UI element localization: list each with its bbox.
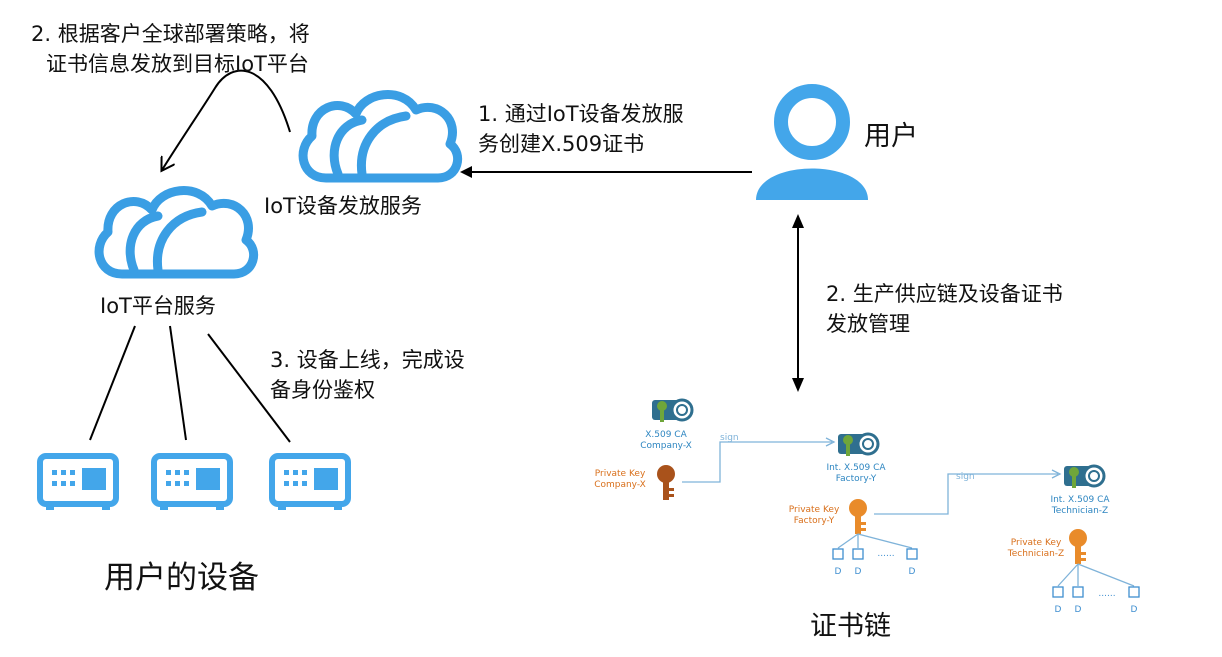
device-label: D [835,567,842,577]
factory-device-tree [832,533,918,560]
factory-private-key-icon [849,499,867,534]
platform-service-label: IoT平台服务 [100,294,216,318]
int-ca-factory-certificate-icon [838,432,880,456]
device-icon [269,453,351,510]
provisioning-service-label: IoT设备发放服务 [264,194,422,218]
cert-chain-label: 证书链 [810,611,891,642]
root-ca-label: X.509 CA [645,430,687,440]
platform-cloud-icon [94,186,259,279]
device-icon [37,453,119,510]
device-label: D [1075,605,1082,615]
technician-private-key-icon [1069,529,1087,564]
root-key-name: Company-X [594,480,646,490]
user-icon [756,84,868,200]
int-ca-factory-name: Factory-Y [836,474,877,484]
step2-text-line2: 证书信息发放到目标IoT平台 [46,52,309,76]
step2-text-line1: 2. 根据客户全球部署策略，将 [31,22,310,46]
provisioning-cloud-icon [298,90,463,183]
arrow-user-chain [792,214,804,392]
ellipsis: ...... [1098,589,1115,599]
step2b-text-line2: 发放管理 [826,312,910,336]
int-ca-technician-label: Int. X.509 CA [1050,495,1110,505]
device-label: D [909,567,916,577]
int-ca-technician-name: Technician-Z [1051,506,1108,516]
step3-text-line1: 3. 设备上线，完成设 [270,348,465,372]
technician-key-name: Technician-Z [1007,549,1064,559]
platform-device-links [89,325,291,443]
root-ca-certificate-icon [652,398,694,422]
user-label: 用户 [864,121,918,152]
root-key-label: Private Key [595,469,646,479]
step1-text-line1: 1. 通过IoT设备发放服 [478,102,684,126]
sign-connector [682,437,1062,515]
int-ca-factory-label: Int. X.509 CA [826,463,886,473]
arrow-provisioning-to-platform [162,69,291,170]
device-label: D [1131,605,1138,615]
device-icon [151,453,233,510]
root-private-key-icon [657,465,675,500]
step2b-text-line1: 2. 生产供应链及设备证书 [826,282,1063,306]
step3-text-line2: 备身份鉴权 [270,378,375,402]
step1-text-line2: 务创建X.509证书 [478,132,645,156]
device-label: D [1055,605,1062,615]
technician-key-label: Private Key [1011,538,1062,548]
sign-label: sign [720,433,739,443]
factory-key-name: Factory-Y [794,516,835,526]
device-label: D [855,567,862,577]
root-ca-name: Company-X [640,441,692,451]
int-ca-technician-certificate-icon [1064,464,1106,488]
technician-device-tree [1052,563,1140,598]
devices-label: 用户的设备 [104,560,259,596]
factory-key-label: Private Key [789,505,840,515]
sign-label: sign [956,472,975,482]
ellipsis: ...... [877,549,894,559]
